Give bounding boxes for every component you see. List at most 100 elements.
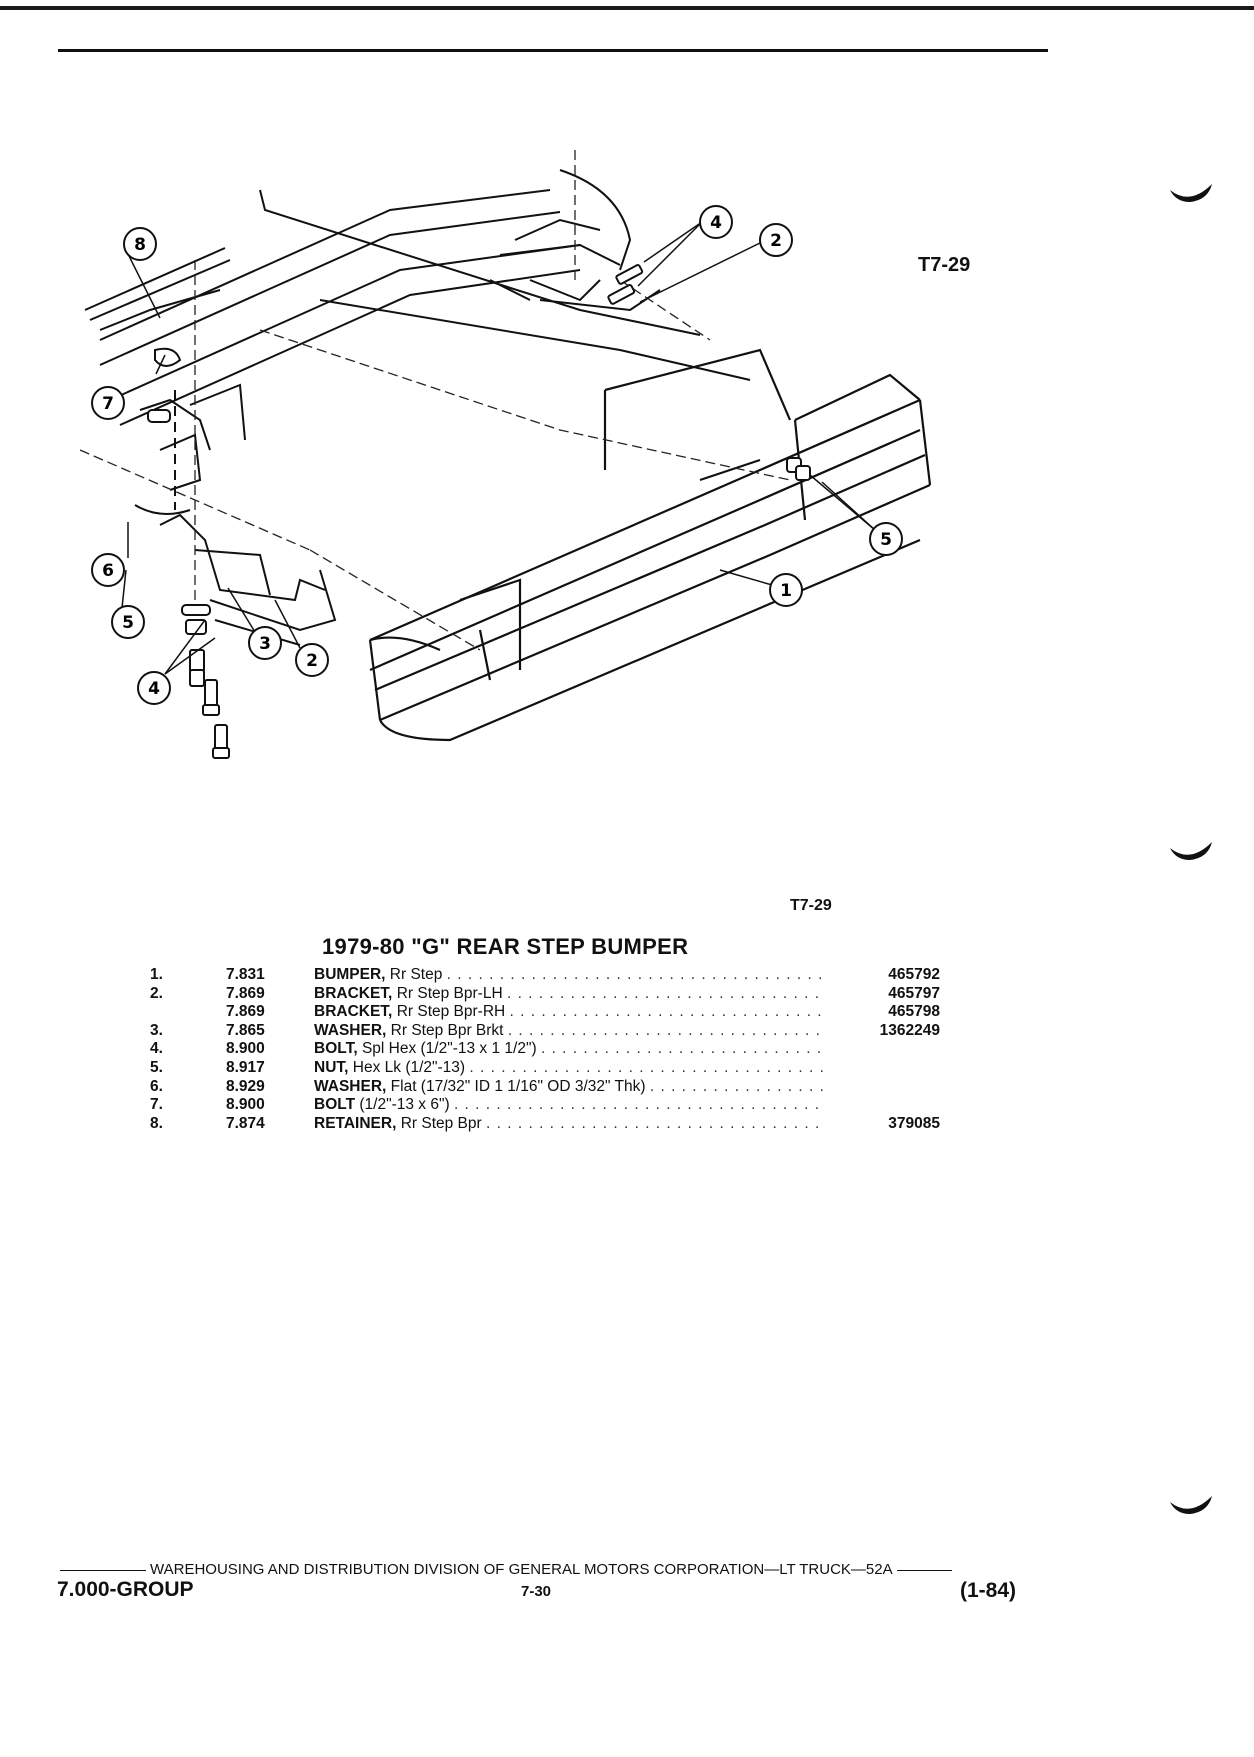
diagram-callouts: 8 4 2 7 5 1 6 5 3 2 4 [91,205,903,705]
svg-text:8: 8 [134,235,146,255]
leader-dots: . . . . . . . . . . . . . . . . . . . . … [453,1096,824,1114]
exploded-view-diagram: 8 4 2 7 5 1 6 5 3 2 4 [79,150,932,759]
top-scan-border [0,6,1254,10]
svg-text:1: 1 [780,581,792,601]
group-code: 8.900 [226,1096,265,1114]
callout-8: 8 [123,227,157,261]
parts-row: 8. 7.874 RETAINER, Rr Step Bpr . . . . .… [150,1115,940,1134]
part-name: BRACKET, [314,1003,393,1021]
parts-row: 1. 7.831 BUMPER, Rr Step . . . . . . . .… [150,966,940,985]
parts-row: 7.869 BRACKET, Rr Step Bpr-RH . . . . . … [150,1003,940,1022]
part-description: BRACKET, Rr Step Bpr-RH . . . . . . . . … [314,1003,824,1022]
part-name: RETAINER, [314,1114,397,1132]
callout-2: 2 [295,643,329,677]
part-name: BOLT, [314,1040,358,1058]
callout-1: 1 [769,573,803,607]
figure-id-caption: T7-29 [790,897,832,914]
footer-division-line: WAREHOUSING AND DISTRIBUTION DIVISION OF… [60,1561,1022,1578]
part-detail: Rr Step Bpr-RH [396,1003,506,1021]
svg-text:6: 6 [102,561,114,581]
svg-text:4: 4 [710,213,722,233]
group-code: 7.865 [226,1021,265,1039]
leader-dots: . . . . . . . . . . . . . . . . . . . . … [540,1040,824,1058]
group-code: 8.900 [226,1040,265,1058]
part-detail: Rr Step [389,966,443,983]
leader-dots: . . . . . . . . . . . . . . . . . . . . … [507,1021,824,1039]
svg-text:7: 7 [102,394,114,414]
part-description: BOLT (1/2"-13 x 6") . . . . . . . . . . … [314,1096,824,1115]
leader-lines [121,221,876,675]
item-number: 7. [150,1096,163,1114]
part-description: NUT, Hex Lk (1/2"-13) . . . . . . . . . … [314,1059,824,1078]
leader-dots: . . . . . . . . . . . . . . . . . . . . … [446,966,824,983]
item-number: 1. [150,966,163,983]
svg-text:2: 2 [306,651,318,671]
revision-date: (1-84) [960,1579,1017,1602]
part-description: BOLT, Spl Hex (1/2"-13 x 1 1/2") . . . .… [314,1040,824,1059]
callout-7: 7 [91,386,125,420]
figure-id-label: T7-29 [918,254,971,276]
footer-division-text: WAREHOUSING AND DISTRIBUTION DIVISION OF… [150,1561,893,1578]
parts-row: 4. 8.900 BOLT, Spl Hex (1/2"-13 x 1 1/2"… [150,1040,940,1059]
part-name: NUT, [314,1058,349,1076]
part-name: BRACKET, [314,984,393,1002]
part-detail: Hex Lk (1/2"-13) [352,1058,466,1076]
group-code: 7.869 [226,984,265,1002]
binder-hole-mark [1170,184,1212,202]
callout-5: 5 [111,605,145,639]
svg-text:5: 5 [122,613,134,633]
part-number: 1362249 [879,1021,940,1039]
centerlines [79,150,791,651]
part-description: WASHER, Rr Step Bpr Brkt . . . . . . . .… [314,1022,824,1041]
svg-text:5: 5 [880,530,892,550]
item-number: 2. [150,984,163,1002]
leader-dots: . . . . . . . . . . . . . . . . . . . . … [506,984,824,1002]
part-detail: Rr Step Bpr [400,1114,482,1132]
parts-row: 3. 7.865 WASHER, Rr Step Bpr Brkt . . . … [150,1022,940,1041]
callout-4: 4 [699,205,733,239]
group-code: 7.874 [226,1114,265,1132]
footer-rule-right [896,1569,952,1572]
vehicle-frame-drawing [84,169,751,646]
group-code: 7.869 [226,1003,265,1021]
part-detail: Rr Step Bpr-LH [396,984,503,1002]
part-number: 379085 [888,1114,940,1132]
svg-text:4: 4 [148,679,160,699]
binder-hole-mark [1170,842,1212,860]
item-number: 4. [150,1040,163,1058]
part-number: 465797 [888,984,940,1002]
callout-6: 6 [91,553,125,587]
parts-list: 1. 7.831 BUMPER, Rr Step . . . . . . . .… [150,966,940,1133]
page-number: 7-30 [521,1583,552,1600]
section-title: 1979-80 "G" REAR STEP BUMPER [322,934,689,959]
part-detail: (1/2"-13 x 6") [359,1096,450,1114]
item-number: 6. [150,1077,163,1095]
part-name: WASHER, [314,1077,387,1095]
part-description: WASHER, Flat (17/32" ID 1 1/16" OD 3/32"… [314,1078,824,1097]
part-number: 465798 [888,1003,940,1021]
part-detail: Rr Step Bpr Brkt [390,1021,504,1039]
item-number: 8. [150,1114,163,1132]
item-number: 5. [150,1058,163,1076]
leader-dots: . . . . . . . . . . . . . . . . . . . . … [486,1114,824,1132]
part-description: BUMPER, Rr Step . . . . . . . . . . . . … [314,966,824,985]
part-number: 465792 [888,966,940,983]
group-code: 8.917 [226,1058,265,1076]
part-description: BRACKET, Rr Step Bpr-LH . . . . . . . . … [314,985,824,1004]
part-description: RETAINER, Rr Step Bpr . . . . . . . . . … [314,1115,824,1134]
header-rule [58,49,1048,52]
part-detail: Flat (17/32" ID 1 1/16" OD 3/32" Thk) [390,1077,646,1095]
part-name: BOLT [314,1096,356,1114]
group-label: 7.000-GROUP [57,1578,194,1601]
parts-row: 7. 8.900 BOLT (1/2"-13 x 6") . . . . . .… [150,1096,940,1115]
group-code: 8.929 [226,1077,265,1095]
leader-dots: . . . . . . . . . . . . . . . . . . . . … [649,1077,824,1095]
parts-row: 5. 8.917 NUT, Hex Lk (1/2"-13) . . . . .… [150,1059,940,1078]
group-code: 7.831 [226,966,265,983]
item-number: 3. [150,1021,163,1039]
callout-4: 4 [137,671,171,705]
callout-5: 5 [869,522,903,556]
parts-row: 2. 7.869 BRACKET, Rr Step Bpr-LH . . . .… [150,985,940,1004]
part-name: BUMPER, [314,966,386,983]
svg-text:3: 3 [259,634,271,654]
